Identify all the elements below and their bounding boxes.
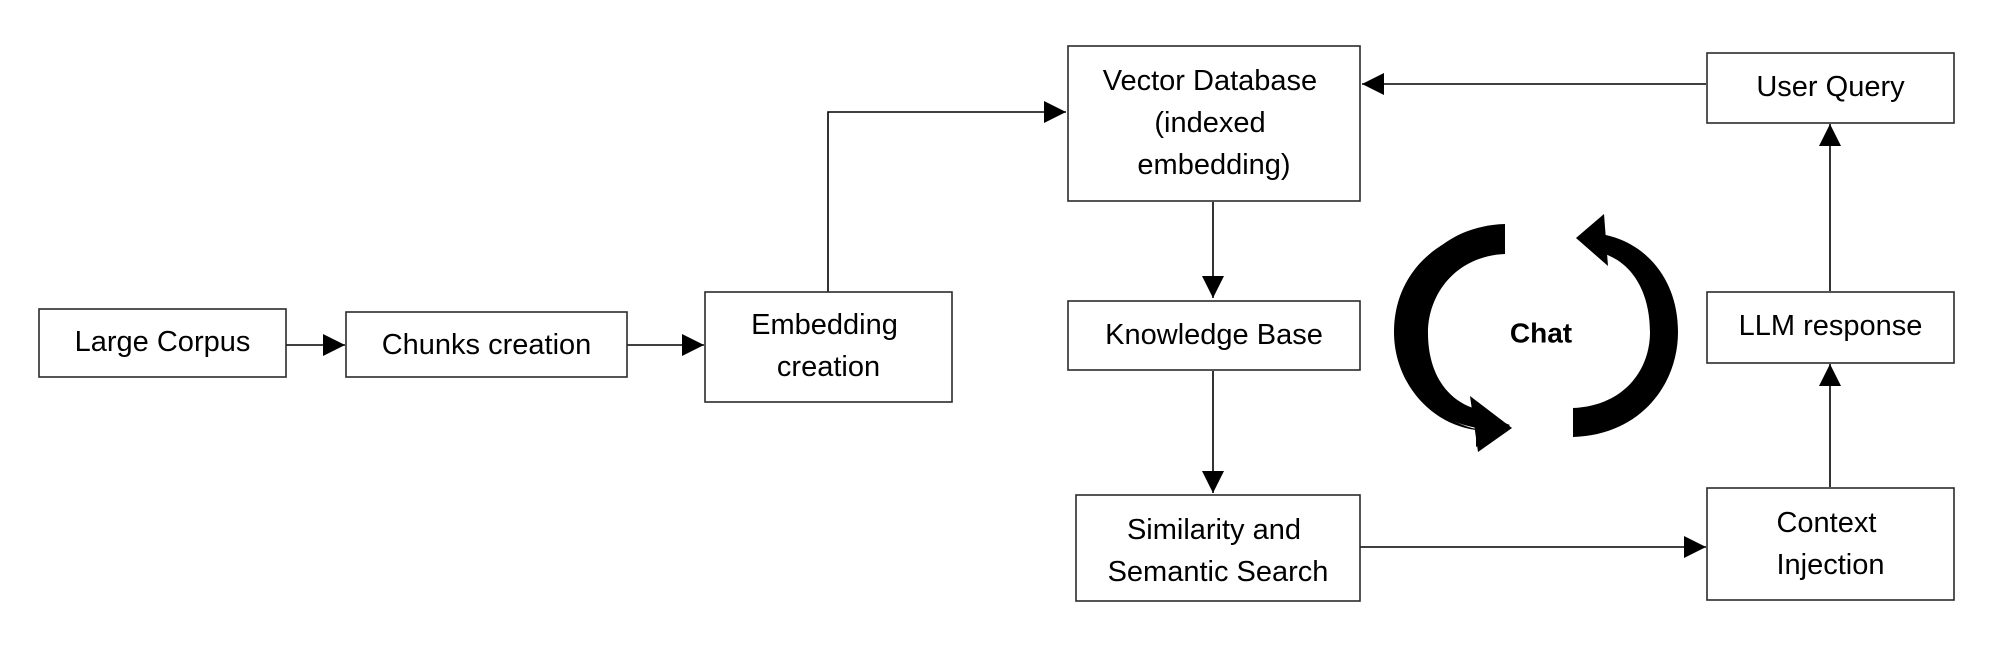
node-context-injection: Context Injection [1706, 487, 1955, 601]
node-user-query-label: User Query [1756, 71, 1905, 103]
node-chunks-creation: Chunks creation [345, 311, 628, 378]
node-vector-database: Vector Database (indexed embedding) [1067, 45, 1361, 202]
node-knowledge-base-label: Knowledge Base [1105, 319, 1323, 351]
node-large-corpus: Large Corpus [38, 308, 287, 378]
node-embedding-creation: Embedding creation [704, 291, 953, 403]
chat-label: Chat [1510, 317, 1572, 348]
chat-cycle: Chat [1394, 214, 1678, 452]
node-similarity-search-label: Similarity and Semantic Search [1108, 514, 1329, 588]
edges [286, 73, 1841, 558]
chat-cycle-right-arrowhead-icon [1576, 214, 1608, 266]
node-llm-response-label: LLM response [1739, 310, 1923, 342]
node-knowledge-base: Knowledge Base [1067, 300, 1361, 371]
node-embedding-creation-label: Embedding creation [751, 309, 906, 383]
edge-embedding-to-vector-db [827, 101, 1066, 292]
chat-cycle-left-arrowhead-icon [1470, 396, 1512, 452]
chat-cycle-left-arrow-body-icon [1400, 224, 1505, 428]
node-user-query: User Query [1706, 52, 1955, 124]
node-large-corpus-label: Large Corpus [75, 326, 251, 358]
node-similarity-search: Similarity and Semantic Search [1075, 494, 1361, 602]
node-chunks-creation-label: Chunks creation [382, 329, 592, 361]
chat-cycle-right-arrow-body-icon [1573, 234, 1678, 437]
node-llm-response: LLM response [1706, 291, 1955, 364]
node-vector-database-label: Vector Database (indexed embedding) [1103, 65, 1325, 181]
node-context-injection-label: Context Injection [1776, 507, 1884, 581]
